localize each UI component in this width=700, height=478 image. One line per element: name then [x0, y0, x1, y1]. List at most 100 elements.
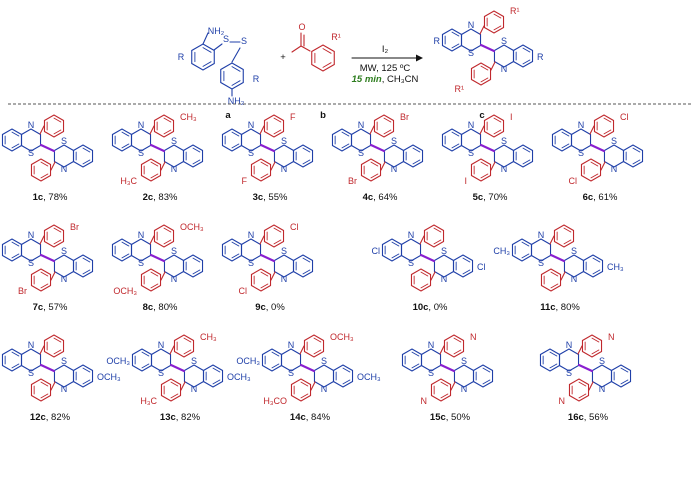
aryl-substituent-bottom: H₃C: [120, 176, 137, 186]
r-group-label: R: [178, 52, 185, 62]
aromatic-bond: [603, 129, 612, 135]
bond: [50, 381, 56, 391]
aryl-substituent-top: Cl: [290, 222, 299, 232]
aromatic-bond: [578, 381, 587, 387]
aromatic-bond: [183, 349, 192, 355]
aryl-substituent-bottom: Cl: [569, 176, 578, 186]
aryl-ring-bottom: [250, 158, 272, 182]
aryl-substituent-bottom: N: [421, 396, 428, 406]
bond: [180, 381, 186, 391]
aryl-ring-top: [263, 224, 285, 248]
compound-id: 7c: [33, 302, 44, 313]
compound-label: 8c, 80%: [143, 302, 178, 313]
nitrogen-atom: N: [468, 120, 475, 130]
aromatic-bond: [82, 159, 91, 165]
aromatic-bond: [231, 66, 241, 72]
aromatic-bond: [11, 253, 20, 259]
aromatic-bond: [53, 129, 62, 135]
compound-label: 2c, 83%: [143, 192, 178, 203]
nitrogen-atom: N: [61, 384, 68, 394]
aromatic-bond: [163, 129, 172, 135]
nitrogen-atom: N: [248, 120, 255, 130]
sulfur-atom: S: [468, 48, 474, 58]
compound-id: 8c: [143, 302, 154, 313]
nitrogen-atom: N: [288, 340, 295, 350]
sulfur-atom: S: [61, 356, 67, 366]
compound-label: 3c, 55%: [253, 192, 288, 203]
aryl-substituent-top: N: [470, 332, 477, 342]
central-bond: [39, 363, 56, 373]
central-bond: [439, 363, 456, 373]
aromatic-bond: [632, 159, 641, 165]
aromatic-bond: [313, 337, 322, 343]
sulfur-atom: S: [171, 246, 177, 256]
compound-yield: , 55%: [263, 192, 288, 203]
reagent-a-label: a: [225, 110, 231, 121]
aromatic-bond: [383, 117, 392, 123]
compound-id: 13c: [160, 412, 176, 423]
aryl-ring-top: [593, 114, 615, 138]
acetophenone-ring: [311, 44, 335, 72]
aryl-ring-top: [483, 10, 505, 34]
bond: [600, 161, 606, 171]
aromatic-bond: [302, 159, 311, 165]
compound-yield: , 82%: [46, 412, 71, 423]
aromatic-bond: [271, 351, 280, 357]
condition-solvent: , CH₃CN: [382, 74, 419, 85]
bond: [202, 32, 209, 45]
compound-yield: , 70%: [483, 192, 508, 203]
aryl-substituent-top: OCH₃: [180, 222, 204, 232]
nitrogen-atom: N: [566, 340, 573, 350]
bond: [490, 61, 496, 71]
nitrogen-atom: N: [441, 274, 448, 284]
bond: [419, 235, 425, 245]
aryl-ring-top: [43, 224, 65, 248]
aromatic-bond: [391, 241, 400, 247]
r-group-label: R: [253, 74, 260, 84]
thiazine-ring-left: [20, 128, 42, 152]
aromatic-bond: [591, 337, 600, 343]
aromatic-bond: [549, 351, 558, 357]
aromatic-bond: [433, 227, 442, 233]
aryl-ring-bottom: [30, 158, 52, 182]
thiazine-ring-left: [530, 238, 552, 262]
compound-12c: NSSNOCH₃OCH₃12c, 82%: [0, 334, 121, 423]
central-bond: [479, 43, 496, 53]
aryl-ring-bottom: [410, 268, 432, 292]
aromatic-bond: [170, 393, 179, 399]
aromatic-bond: [420, 283, 429, 289]
aromatic-bond: [412, 147, 421, 153]
bond: [231, 47, 241, 63]
aromatic-bond: [632, 147, 641, 153]
compound-id: 6c: [583, 192, 594, 203]
nitrogen-atom: N: [408, 230, 415, 240]
bond: [270, 271, 276, 281]
aromatic-bond: [341, 131, 350, 137]
sulfur-atom: S: [28, 368, 34, 378]
compound-id: 14c: [290, 412, 306, 423]
sulfur-atom: S: [599, 356, 605, 366]
aromatic-bond: [163, 239, 172, 245]
sulfur-atom: S: [281, 246, 287, 256]
aromatic-bond: [522, 47, 531, 53]
aromatic-bond: [121, 131, 130, 137]
thiazine-ring-left: [130, 128, 152, 152]
aromatic-bond: [590, 161, 599, 167]
bond: [50, 271, 56, 281]
bond: [310, 381, 316, 391]
aniline-ring-top: [191, 43, 215, 71]
bond: [160, 271, 166, 281]
condition-time: 15 min: [352, 74, 382, 85]
aromatic-bond: [302, 147, 311, 153]
aromatic-bond: [11, 351, 20, 357]
compound-id: 5c: [473, 192, 484, 203]
aromatic-bond: [302, 269, 311, 275]
benzo-substituent-right: OCH₃: [97, 372, 121, 382]
compound-id: 1c: [33, 192, 44, 203]
benzo-substituent-right: Cl: [477, 262, 486, 272]
bond: [50, 161, 56, 171]
aromatic-bond: [482, 367, 491, 373]
